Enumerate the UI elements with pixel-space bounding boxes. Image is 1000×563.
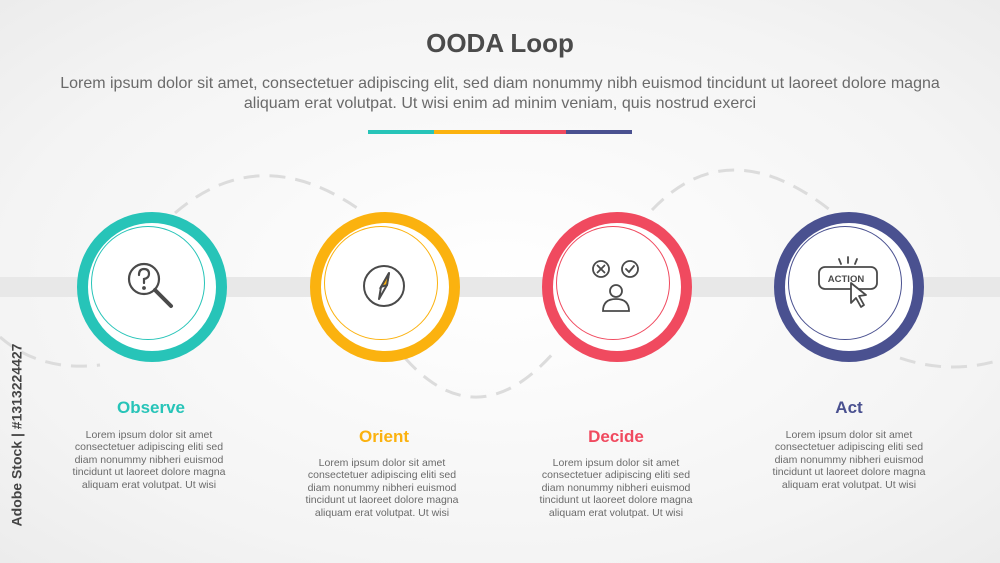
step-title-act: Act <box>835 398 863 417</box>
accent-bar-red <box>500 130 566 134</box>
step-desc-decide: Lorem ipsum dolor sit amet consectetuer … <box>539 457 693 519</box>
accent-bar-yellow <box>434 130 500 134</box>
accent-bar-teal <box>368 130 434 134</box>
timeline-band <box>0 277 1000 297</box>
action-icon-label: ACTION <box>828 274 865 285</box>
step-circle-observe <box>77 212 227 362</box>
step-desc-act: Lorem ipsum dolor sit amet consectetuer … <box>772 429 926 491</box>
arc-right-edge <box>899 356 1000 369</box>
stock-watermark: Adobe Stock | #1313224427 <box>6 325 26 550</box>
step-circle-decide <box>542 212 692 362</box>
arc-observe-orient-top <box>174 174 361 215</box>
page-title: OODA Loop <box>426 28 574 58</box>
step-title-observe: Observe <box>116 398 186 417</box>
magnifier-question-icon <box>127 262 173 308</box>
page-subtitle: Lorem ipsum dolor sit amet, consectetuer… <box>60 75 940 112</box>
arc-decide-act-top <box>650 168 831 212</box>
step-title-orient: Orient <box>358 427 410 446</box>
step-desc-orient: Lorem ipsum dolor sit amet consectetuer … <box>305 457 459 519</box>
step-circle-act: ACTION <box>774 212 924 362</box>
step-circle-orient <box>310 212 460 362</box>
step-title-decide: Decide <box>588 427 644 446</box>
accent-bar-navy <box>566 130 632 134</box>
watermark-text: Adobe Stock | #1313224427 <box>8 343 25 527</box>
decision-person-icon <box>592 260 639 312</box>
arc-orient-decide-bottom <box>403 349 558 399</box>
compass-icon <box>363 265 405 307</box>
action-button-icon: ACTION <box>818 256 878 308</box>
arc-left-edge <box>0 335 101 368</box>
step-desc-observe: Lorem ipsum dolor sit amet consectetuer … <box>72 429 226 491</box>
